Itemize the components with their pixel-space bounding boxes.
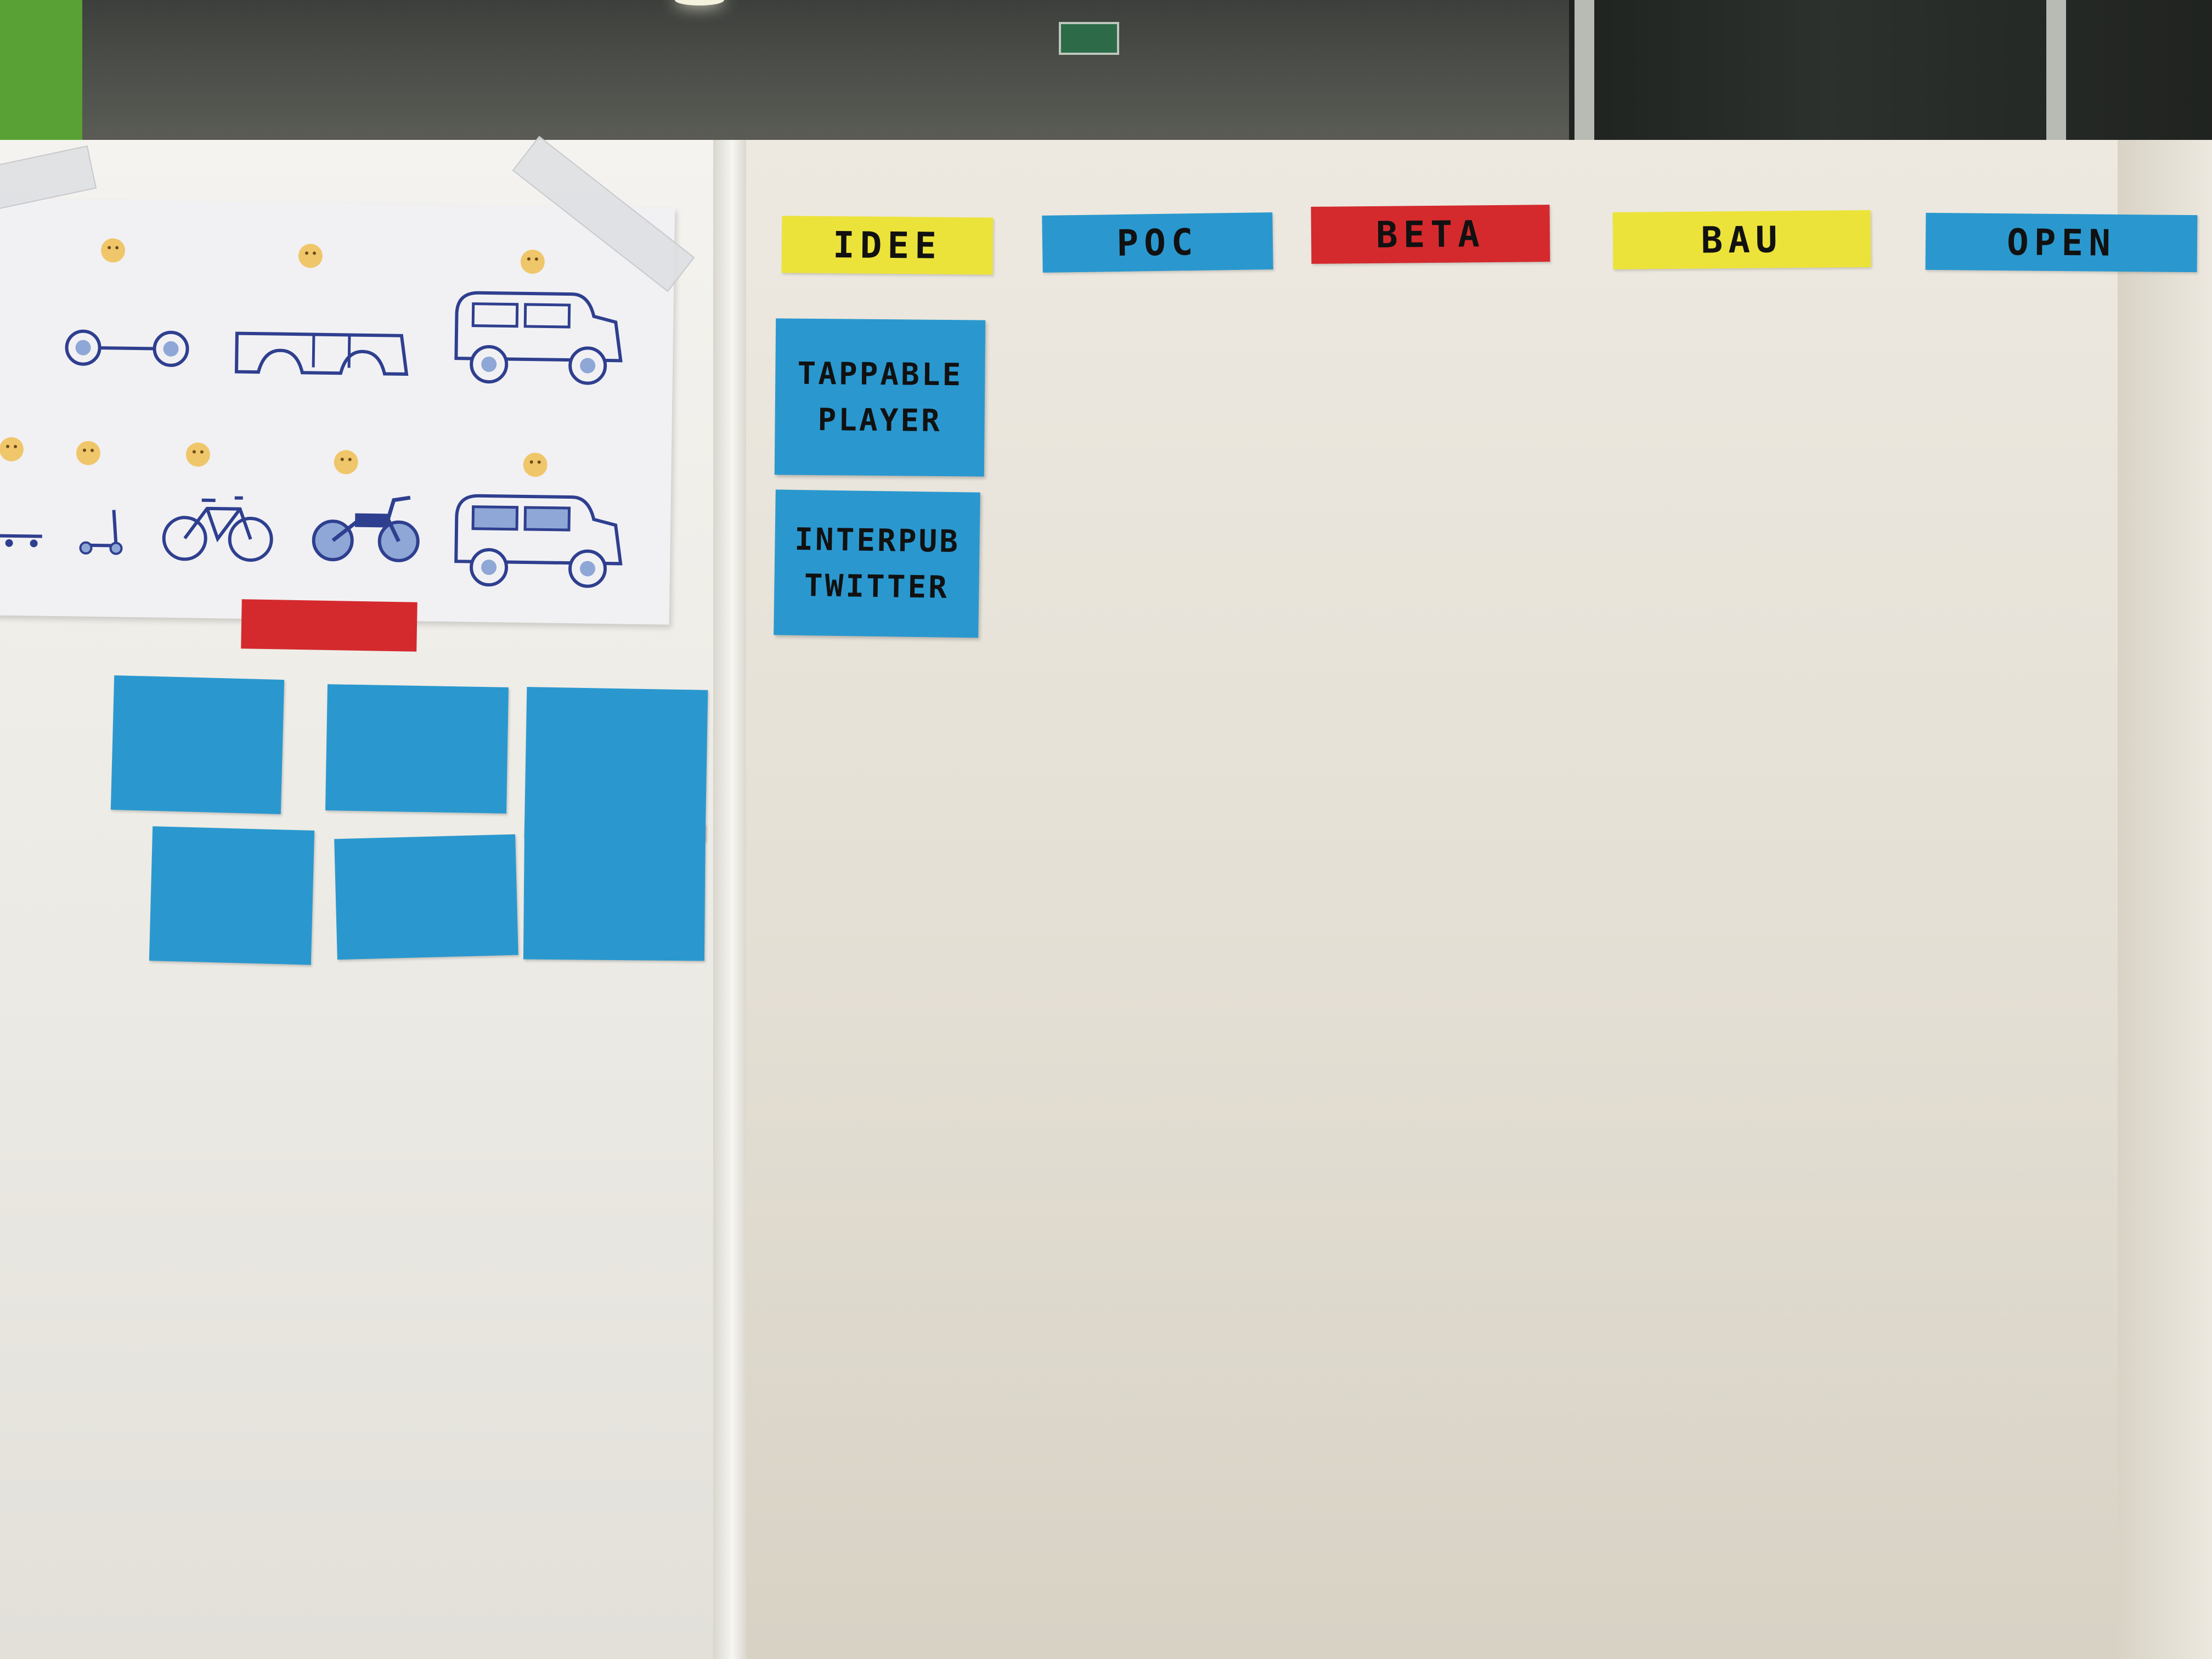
- board-seam: [713, 140, 752, 1659]
- glass-wall: [1569, 0, 2212, 143]
- smiley-icon: [298, 244, 323, 268]
- column-header-bau: BAU: [1612, 210, 1871, 270]
- blank-sticky-note: [334, 834, 518, 960]
- smiley-icon: [76, 441, 101, 466]
- card-line: TAPPABLE: [797, 356, 963, 393]
- smiley-icon: [185, 442, 211, 467]
- wheels-axle-icon: [65, 329, 189, 367]
- window-mullion: [1575, 0, 1594, 143]
- card-line: TWITTER: [804, 567, 950, 606]
- jeep-icon: [454, 291, 623, 385]
- blank-sticky-note: [325, 684, 509, 814]
- column-header-open: OPEN: [1925, 212, 2198, 273]
- whiteboard-edge: [2118, 140, 2212, 1659]
- blank-sticky-note: [110, 675, 285, 815]
- motorbike-icon: [312, 495, 420, 562]
- smiley-icon: [100, 238, 126, 263]
- smiley-icon: [520, 249, 545, 274]
- card-line: PLAYER: [817, 402, 943, 439]
- smiley-icon: [334, 450, 359, 475]
- blank-sticky-note: [523, 822, 706, 961]
- mvp-vehicle-poster: [0, 198, 675, 625]
- smiley-icon: [0, 437, 24, 462]
- column-header-beta: BETA: [1311, 205, 1550, 264]
- scooter-icon: [79, 510, 123, 555]
- car-body-icon: [234, 331, 409, 376]
- skateboard-icon: [0, 534, 42, 548]
- bicycle-icon: [162, 496, 273, 562]
- blank-sticky-note: [524, 687, 708, 841]
- window-mullion: [2046, 0, 2066, 143]
- smiley-icon: [523, 452, 548, 477]
- column-header-idee: IDEE: [781, 216, 994, 275]
- jeep-icon: [454, 494, 623, 588]
- exit-sign: [1059, 22, 1119, 55]
- kanban-card[interactable]: INTERPUB TWITTER: [774, 489, 980, 638]
- kanban-card[interactable]: TAPPABLE PLAYER: [774, 318, 986, 477]
- blank-sticky-note: [149, 826, 315, 965]
- ceiling-light: [675, 0, 724, 5]
- kanban-whiteboard: [746, 140, 2212, 1659]
- column-header-poc: POC: [1042, 212, 1273, 273]
- card-line: INTERPUB: [794, 521, 961, 560]
- red-magnet-strip: [241, 599, 417, 652]
- green-wall: [0, 0, 82, 143]
